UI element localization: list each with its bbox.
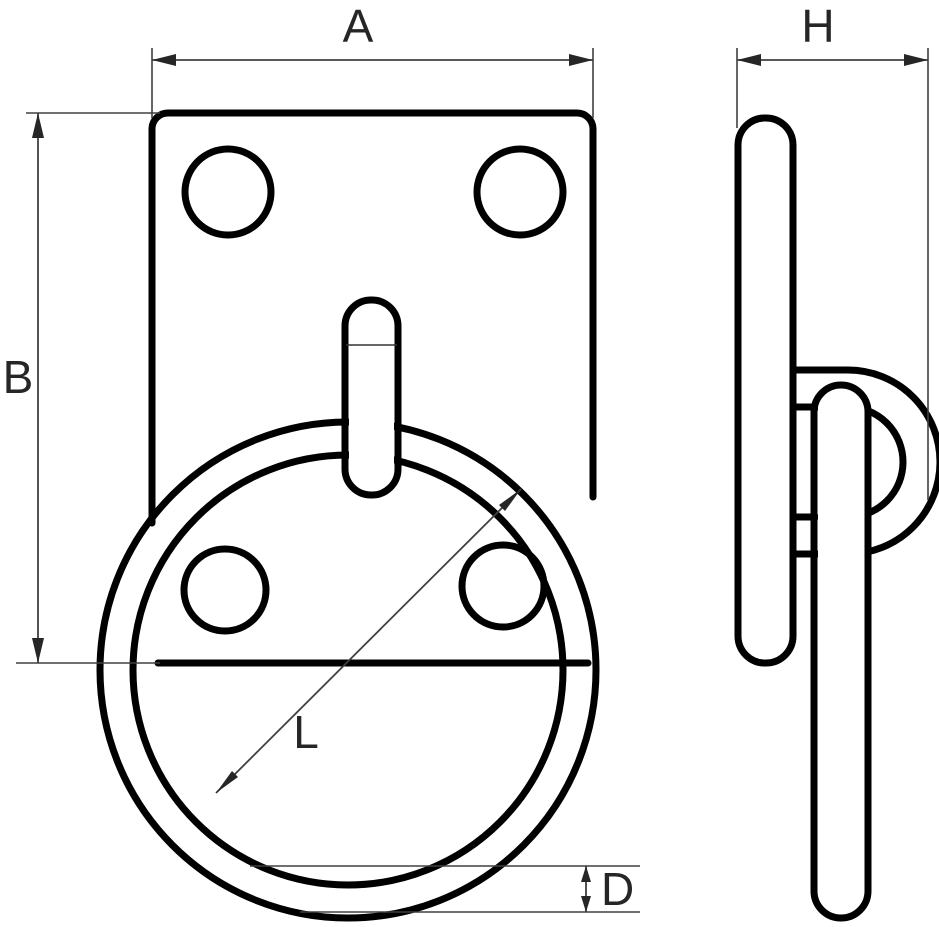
- dimension-A-arrow-right: [569, 54, 593, 66]
- dimension-H-label: H: [801, 0, 834, 52]
- dimension-A-label: A: [343, 0, 374, 52]
- dimension-B: B: [3, 112, 160, 664]
- ring-inner-circle: [129, 451, 567, 889]
- dimension-L-label: L: [293, 706, 319, 758]
- hole-top-left-icon: [181, 145, 275, 239]
- dimension-L-arrow-upper: [499, 489, 521, 511]
- side-view-group: [734, 114, 939, 922]
- dimension-L-arrow-lower: [216, 771, 238, 793]
- dimension-D-arrow-top: [581, 866, 591, 882]
- dimension-A-arrow-left: [152, 54, 176, 66]
- side-ring-outline: [810, 381, 872, 922]
- dimension-A: A: [151, 0, 594, 118]
- dimension-D-arrow-bottom: [581, 896, 591, 912]
- hole-bottom-left-icon: [180, 545, 270, 635]
- mounting-plate-outline: [148, 109, 597, 527]
- ring-outer-circle: [96, 418, 600, 922]
- dimension-B-label: B: [3, 351, 34, 403]
- staple-pin-mask: [349, 300, 394, 496]
- dimension-D-label: D: [601, 863, 634, 915]
- side-staple-loop-outer: [789, 366, 939, 558]
- dimension-H-arrow-left: [737, 54, 761, 66]
- dimension-L: L: [215, 488, 522, 794]
- dimension-H: H: [736, 0, 929, 500]
- dimension-L-line: [215, 488, 522, 794]
- staple-pin-outline: [341, 296, 402, 499]
- dimension-B-arrow-top: [32, 113, 44, 138]
- dimension-B-arrow-bottom: [32, 638, 44, 663]
- dimension-D: D: [250, 863, 640, 915]
- front-view-group: [96, 109, 600, 922]
- side-plate-outline: [734, 114, 797, 667]
- side-ring-mask: [818, 389, 865, 917]
- dimension-H-arrow-right: [904, 54, 928, 66]
- hole-top-right-icon: [473, 145, 567, 239]
